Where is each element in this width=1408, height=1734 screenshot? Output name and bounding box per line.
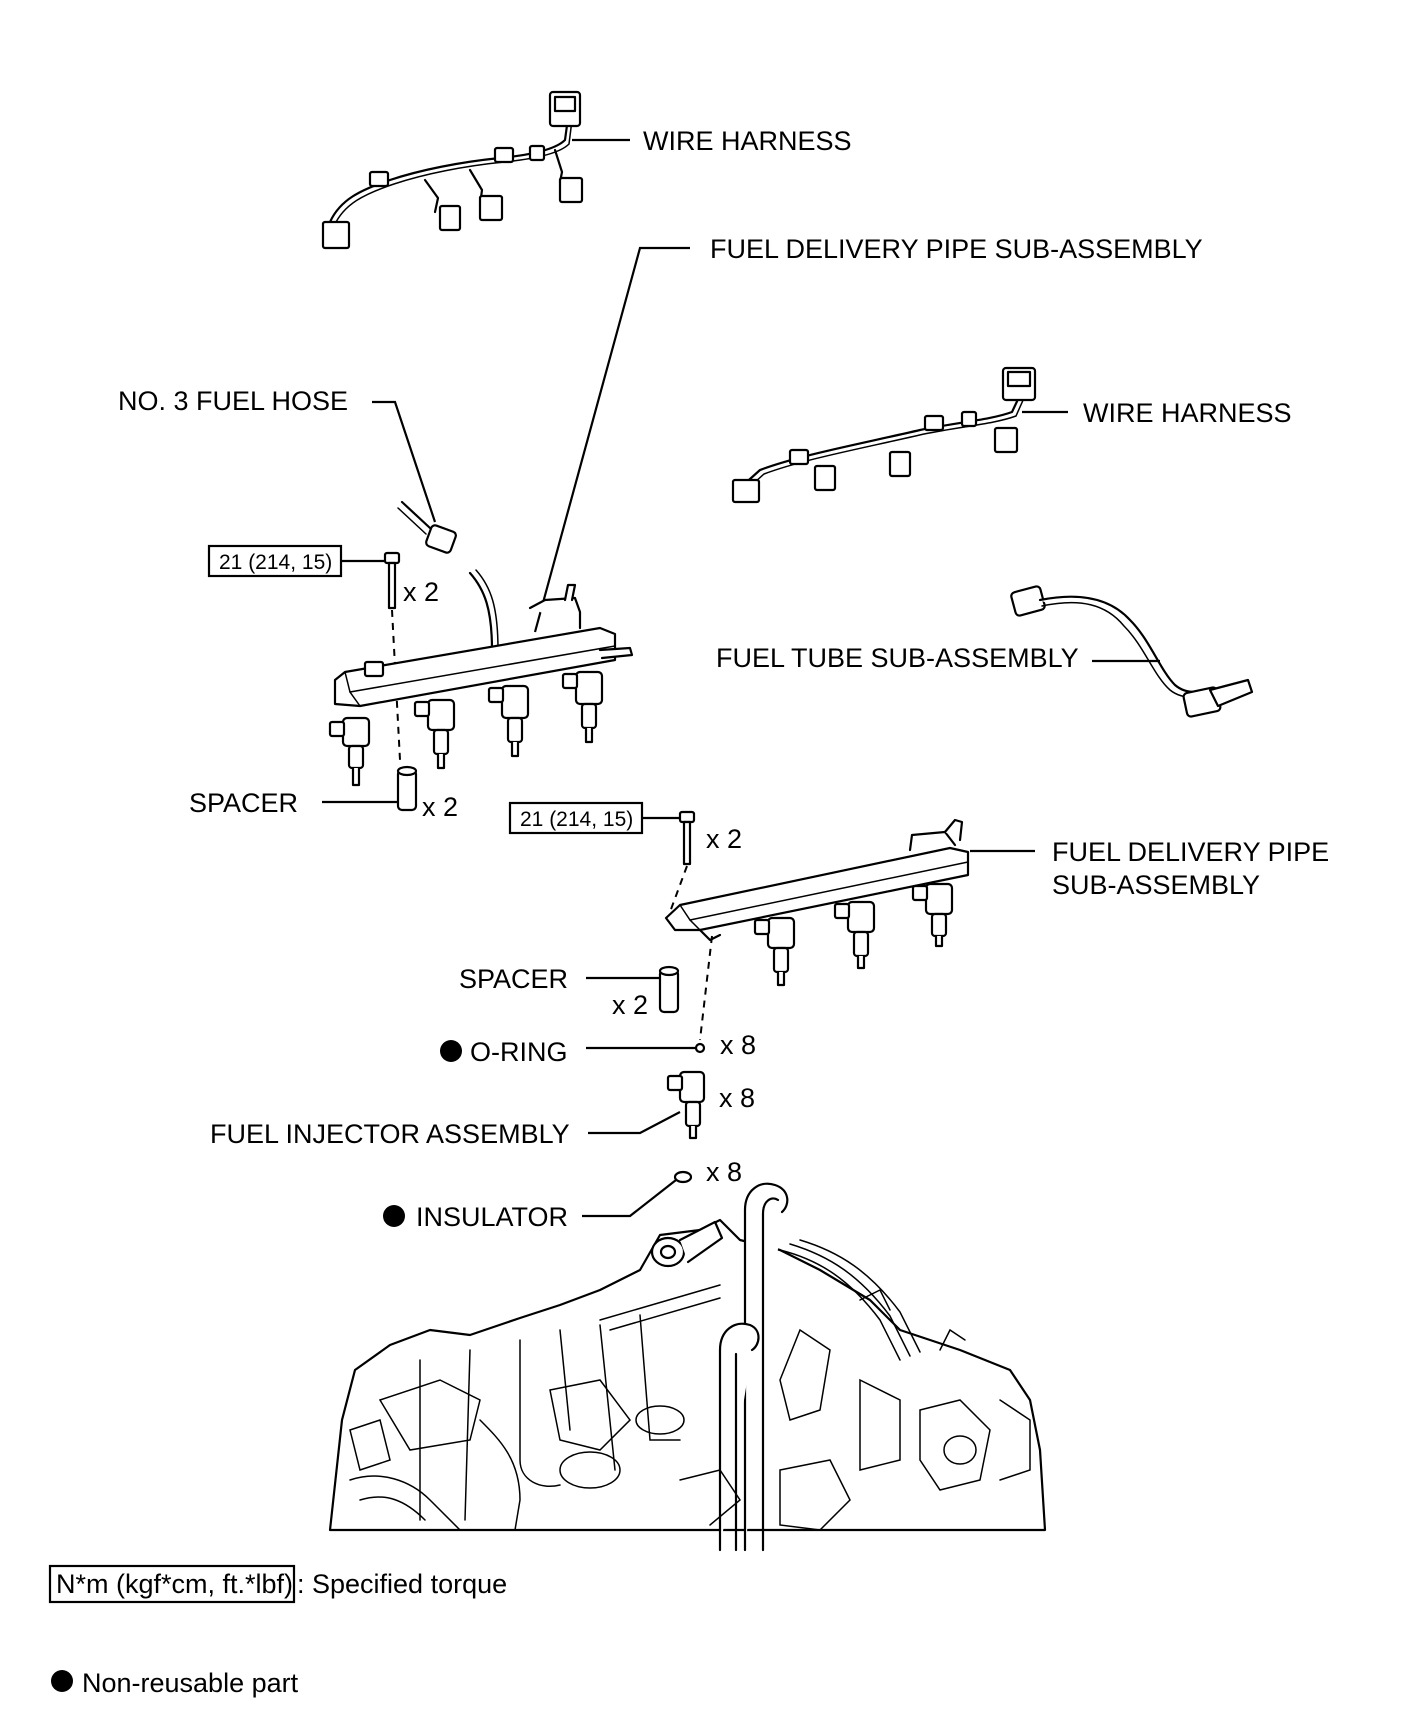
qty-bolt-right: x 2 [706, 824, 742, 854]
no3-fuel-hose-drawing [397, 500, 457, 554]
qty-injector: x 8 [719, 1083, 755, 1113]
engine-drawing [328, 1182, 1047, 1552]
qty-spacer-right: x 2 [612, 990, 648, 1020]
label-no3-fuel-hose: NO. 3 FUEL HOSE [118, 386, 348, 416]
label-torque-left: 21 (214, 15) [219, 551, 332, 574]
label-o-ring: O-RING [470, 1037, 568, 1067]
label-wire-harness-right: WIRE HARNESS [1083, 398, 1292, 428]
fuel-delivery-pipe-right-drawing [664, 818, 970, 987]
insulator-drawing [673, 1170, 693, 1184]
legend-torque-box-text: N*m (kgf*cm, ft.*lbf) [56, 1569, 293, 1599]
bolt-left-drawing [383, 551, 401, 610]
non-reusable-marker-icon [440, 1040, 462, 1062]
spacer-left-drawing [396, 765, 418, 812]
fuel-delivery-pipe-top-drawing [328, 569, 634, 787]
label-fuel-tube: FUEL TUBE SUB-ASSEMBLY [716, 643, 1079, 673]
label-spacer-right: SPACER [459, 964, 568, 994]
leader-line [533, 246, 690, 633]
spacer-right-drawing [658, 965, 680, 1014]
wire-harness-right-drawing [731, 366, 1037, 504]
wire-harness-top-drawing [321, 90, 584, 250]
qty-spacer-left: x 2 [422, 792, 458, 822]
fuel-injector-drawing [666, 1070, 706, 1140]
qty-o-ring: x 8 [720, 1030, 756, 1060]
legend-non-reusable: Non-reusable part [82, 1668, 299, 1698]
o-ring-drawing [694, 1042, 706, 1054]
fuel-tube-drawing [1010, 585, 1254, 718]
label-spacer-left: SPACER [189, 788, 298, 818]
qty-bolt-left: x 2 [403, 577, 439, 607]
leader-line [372, 400, 437, 523]
label-fuel-delivery-pipe-top: FUEL DELIVERY PIPE SUB-ASSEMBLY [710, 234, 1203, 264]
leader-line [588, 1111, 681, 1135]
dashed-guide [669, 865, 688, 913]
label-torque-right: 21 (214, 15) [520, 808, 633, 831]
legend-torque-box [48, 1564, 296, 1604]
label-insulator: INSULATOR [416, 1202, 568, 1232]
leader-line [582, 1179, 677, 1218]
legend-torque-desc: : Specified torque [297, 1569, 507, 1599]
label-fuel-delivery-pipe-right-1: FUEL DELIVERY PIPE [1052, 837, 1329, 867]
label-fuel-delivery-pipe-right-2: SUB-ASSEMBLY [1052, 870, 1260, 900]
bolt-right-drawing [678, 810, 696, 866]
label-wire-harness-top: WIRE HARNESS [643, 126, 852, 156]
non-reusable-marker-icon [383, 1205, 405, 1227]
non-reusable-marker-icon [51, 1670, 73, 1692]
label-fuel-injector: FUEL INJECTOR ASSEMBLY [210, 1119, 570, 1149]
qty-insulator: x 8 [706, 1157, 742, 1187]
dashed-guide [699, 935, 713, 1041]
